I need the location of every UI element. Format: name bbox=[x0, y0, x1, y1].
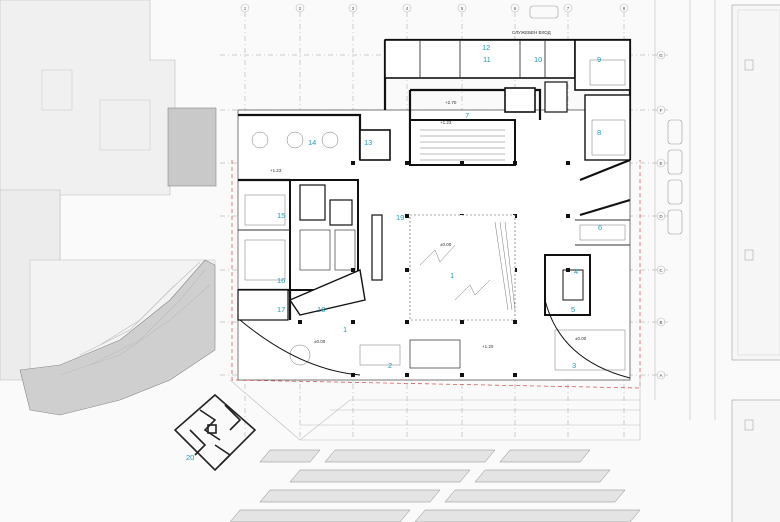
road-right bbox=[529, 0, 716, 420]
elevation-label: ±0.00 bbox=[314, 339, 326, 344]
room-number: 17 bbox=[277, 305, 285, 314]
axis-label: G bbox=[659, 53, 663, 58]
axis-label: 2 bbox=[299, 6, 302, 11]
axis-label: 6 bbox=[514, 6, 517, 11]
axis-label: 1 bbox=[244, 6, 247, 11]
service-entrance-label: СЛУЖЕБЕН ВХОД bbox=[512, 30, 551, 35]
axis-label: 8 bbox=[623, 6, 626, 11]
elevation-label: +1.23 bbox=[440, 120, 452, 125]
room-number: 12 bbox=[482, 43, 490, 52]
elevation-label: +1.23 bbox=[270, 168, 282, 173]
room-number: 7 bbox=[465, 111, 469, 120]
axis-label: D bbox=[659, 214, 663, 219]
room-number: 1 bbox=[343, 325, 347, 334]
context-buildings-right bbox=[731, 4, 780, 522]
axis-label: 5 bbox=[461, 6, 464, 11]
elevation-label: ±0.00 bbox=[440, 242, 452, 247]
room-number: 1 bbox=[450, 271, 454, 280]
building-walls bbox=[237, 38, 632, 381]
axis-label: B bbox=[659, 320, 662, 325]
axis-markers-top: 1 2 3 4 5 6 7 8 bbox=[240, 3, 629, 13]
room-number: 5 bbox=[571, 305, 575, 314]
central-hall bbox=[409, 214, 516, 321]
room-number: 19 bbox=[396, 213, 404, 222]
room-number: 16 bbox=[277, 276, 285, 285]
room-number: 18 bbox=[317, 305, 325, 314]
room-number: 6 bbox=[598, 223, 602, 232]
room-number: 11 bbox=[483, 55, 491, 64]
furniture bbox=[244, 59, 626, 371]
landscape-strips bbox=[229, 449, 641, 522]
auditorium-seating bbox=[420, 129, 505, 161]
entrance-ramps bbox=[229, 378, 641, 441]
room-number: 14 bbox=[308, 138, 316, 147]
room-number: 8 bbox=[597, 128, 601, 137]
property-boundary bbox=[231, 160, 641, 389]
axis-label: 4 bbox=[406, 6, 409, 11]
axis-label: F bbox=[660, 108, 663, 113]
curved-facades bbox=[239, 299, 631, 379]
axis-label: 3 bbox=[352, 6, 355, 11]
ground-art-pattern bbox=[173, 393, 257, 472]
room-number: 4 bbox=[574, 267, 578, 276]
elevation-label: ±0.00 bbox=[575, 336, 587, 341]
axis-markers-right: G F E D C B A bbox=[656, 50, 666, 380]
room-number: 15 bbox=[277, 211, 285, 220]
axis-label: A bbox=[659, 373, 662, 378]
axis-label: C bbox=[659, 268, 663, 273]
room-number: 13 bbox=[364, 138, 372, 147]
axis-label: E bbox=[659, 161, 662, 166]
room-number: 3 bbox=[572, 361, 576, 370]
room-number: 2 bbox=[388, 361, 392, 370]
elevation-label: +2.70 bbox=[445, 100, 457, 105]
plan-labels: СЛУЖЕБЕН ВХОД +1.23 ±0.00 +1.20 +2.70 ±0… bbox=[270, 30, 587, 349]
room-number: 10 bbox=[534, 55, 542, 64]
room-number: 9 bbox=[597, 55, 601, 64]
elevation-label: +1.20 bbox=[482, 344, 494, 349]
context-buildings-left bbox=[0, 0, 217, 416]
room-number: 20 bbox=[186, 453, 194, 462]
room-numbers: 1 1 2 3 4 5 6 7 8 9 10 11 12 13 14 15 16… bbox=[186, 43, 602, 462]
axis-label: 7 bbox=[567, 6, 570, 11]
